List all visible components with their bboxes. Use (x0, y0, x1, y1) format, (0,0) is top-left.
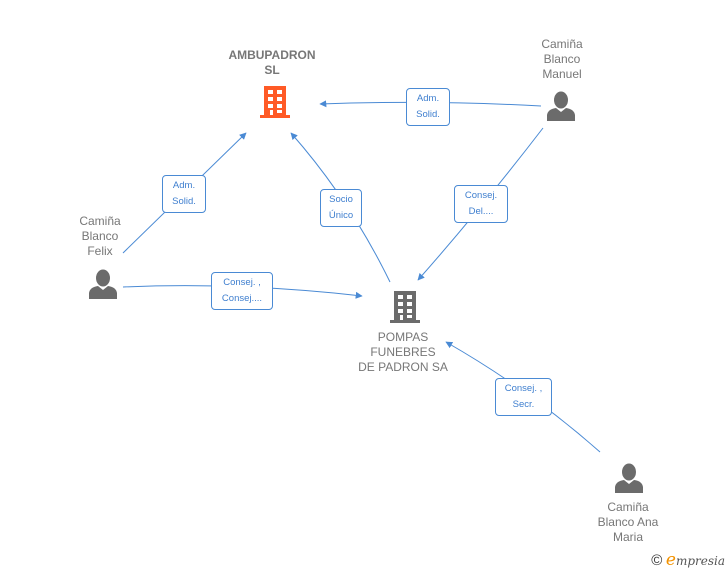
node-label-pompas[interactable]: POMPAS FUNEBRES DE PADRON SA (358, 330, 448, 374)
building-icon[interactable] (258, 83, 292, 119)
node-label-felix[interactable]: Camiña Blanco Felix (79, 214, 121, 258)
edge-label-felix-pompas[interactable]: Consej. , Consej.... (211, 272, 273, 310)
node-label-ana[interactable]: Camiña Blanco Ana Maria (597, 500, 659, 544)
person-icon[interactable] (546, 90, 576, 122)
node-label-manuel[interactable]: Camiña Blanco Manuel (541, 37, 583, 81)
edge-label-pompas-ambupadron[interactable]: Socio Único (320, 189, 362, 227)
brand-watermark: © empresia (651, 550, 725, 570)
copyright-icon: © (651, 552, 663, 569)
brand-name: mpresia (675, 554, 725, 568)
edge-label-manuel-pompas[interactable]: Consej. Del.... (454, 185, 508, 223)
brand-logo-initial: e (665, 550, 676, 570)
building-icon[interactable] (388, 288, 422, 324)
edge-label-ana-pompas[interactable]: Consej. , Secr. (495, 378, 552, 416)
node-label-ambupadron[interactable]: AMBUPADRON SL (228, 48, 316, 77)
edge-label-felix-ambupadron[interactable]: Adm. Solid. (162, 175, 206, 213)
person-icon[interactable] (88, 268, 118, 300)
person-icon[interactable] (614, 462, 644, 494)
edge-label-manuel-ambupadron[interactable]: Adm. Solid. (406, 88, 450, 126)
